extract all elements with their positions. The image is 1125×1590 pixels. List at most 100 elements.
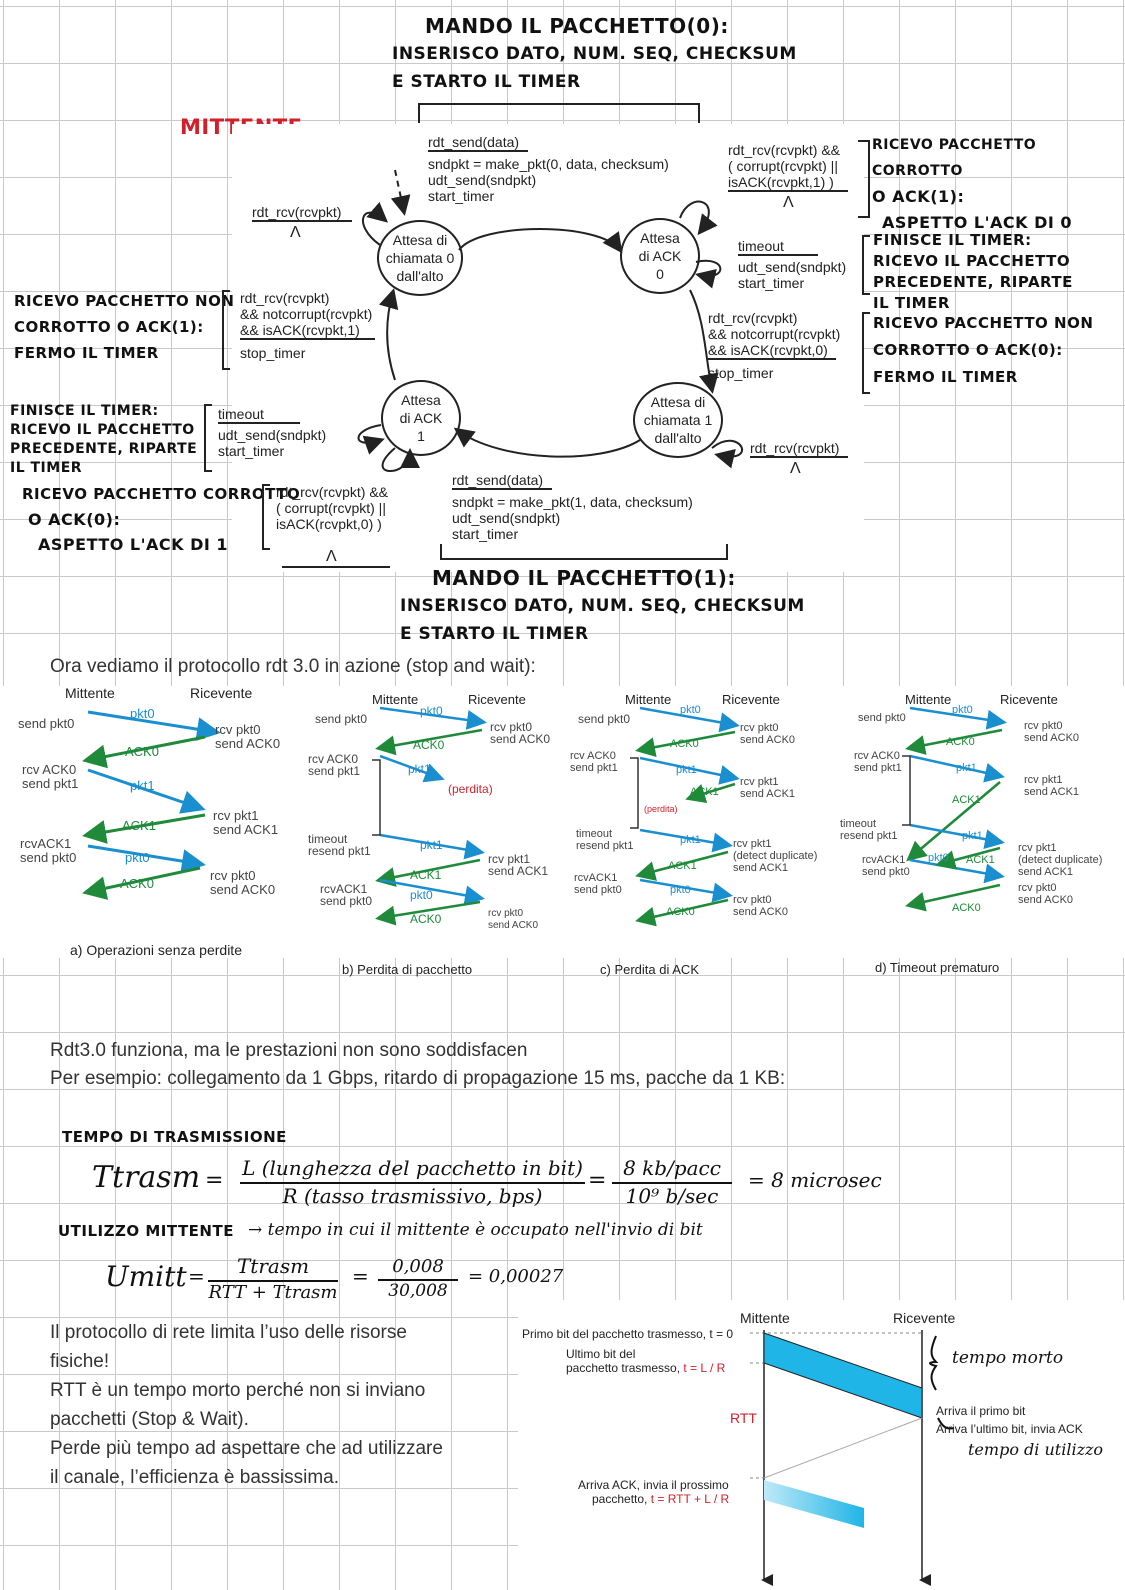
b-r1: send ACK0 — [490, 732, 551, 746]
initial-arrow — [390, 169, 411, 216]
c-l4: resend pkt1 — [576, 840, 634, 852]
send0-action3: start_timer — [428, 188, 495, 204]
timing-last-bit-1: Ultimo bit del — [566, 1347, 636, 1361]
self-loop-ack0-right — [695, 259, 722, 289]
send1-event: rdt_send(data) — [452, 472, 552, 490]
send0-action1: sndpkt = make_pkt(0, data, checksum) — [428, 156, 669, 172]
a-pkt0 — [87, 710, 221, 742]
timing-packet-band — [763, 1332, 923, 1419]
b-l3: timeout — [308, 832, 348, 846]
state-wait-ack-1-label: Attesa di ACK 1 — [399, 392, 443, 444]
c-arrow-ack1: ACK1 — [690, 786, 719, 798]
b-l2: send pkt1 — [308, 764, 361, 778]
d-arrow-ack1-2: ACK1 — [966, 854, 995, 866]
transition-rcv-right-bottom: rdt_rcv(rcvpkt) Λ — [750, 440, 848, 478]
send1-action3: start_timer — [452, 526, 519, 542]
d-arrow-pkt1: pkt1 — [956, 762, 977, 774]
util-title: UTILIZZO MITTENTE — [58, 1222, 234, 1240]
c-arrow-ack0: ACK0 — [670, 738, 699, 750]
c-l2: send pkt1 — [570, 762, 618, 774]
fraction-1-num: L (lunghezza del pacchetto in bit) — [240, 1156, 585, 1184]
ok-ack1-1: rdt_rcv(rcvpkt) — [240, 290, 330, 306]
note-top-right-2: O ACK(1): — [872, 187, 965, 206]
d-r0: rcv pkt0 — [1024, 720, 1063, 732]
b-caption: b) Perdita di pacchetto — [342, 962, 473, 977]
result-1: = 8 microsec — [748, 1168, 882, 1192]
b-l0: send pkt0 — [315, 712, 368, 726]
a-l1: rcv ACK0 — [22, 762, 77, 777]
note-timeout-right-bracket — [862, 235, 870, 295]
rcv-right-bottom-event: rdt_rcv(rcvpkt) — [750, 440, 848, 458]
note-bottom-left-3: ASPETTO L'ACK DI 1 — [38, 535, 229, 554]
ok-ack0-2: && notcorrupt(rcvpkt) — [708, 326, 841, 342]
b-l5: rcvACK1 — [320, 882, 368, 896]
note-timeout-left-3: PRECEDENTE, RIPARTE — [10, 441, 198, 457]
timing-rtt-label: RTT — [730, 1410, 757, 1426]
a-l2: send pkt1 — [22, 776, 79, 791]
d-l6: send pkt0 — [862, 866, 910, 878]
fsm-top-title: MANDO IL PACCHETTO(0): — [425, 14, 729, 38]
c-l3: timeout — [576, 828, 613, 840]
note-timeout-right-1: FINISCE IL TIMER: — [873, 231, 1032, 249]
a-l3: rcvACK1 — [20, 836, 72, 851]
c-arrow-pkt0-2: pkt0 — [670, 884, 691, 896]
send0-bracket — [418, 103, 700, 123]
conclusion-2: fisiche! — [50, 1351, 110, 1372]
conclusion-4: pacchetti (Stop & Wait). — [50, 1409, 249, 1430]
a-mittente: Mittente — [65, 685, 115, 701]
corrupt-bottom-3: isACK(rcvpkt,0) ) — [276, 516, 382, 532]
a-l4: send pkt0 — [20, 850, 77, 865]
note-bottom-left-bracket — [262, 484, 270, 550]
timing-last-bit-2: pacchetto trasmesso, t = L / R — [566, 1361, 725, 1375]
note-timeout-right-2: RICEVO IL PACCHETTO — [873, 252, 1071, 270]
c-l5: rcvACK1 — [574, 872, 618, 884]
fraction-2-num: 8 kb/pacc — [612, 1156, 732, 1184]
fsm-top-line2: INSERISCO DATO, NUM. SEQ, CHECKSUM — [392, 44, 797, 64]
transition-send0: rdt_send(data) sndpkt = make_pkt(0, data… — [428, 134, 669, 204]
d-caption: d) Timeout prematuro — [875, 960, 1000, 975]
corrupt-top-line2: ( corrupt(rcvpkt) || — [728, 158, 838, 174]
a-r2: rcv pkt1 — [213, 808, 259, 823]
transition-corrupt-bottom: rdt_rcv(rcvpkt) && ( corrupt(rcvpkt) || … — [276, 484, 388, 532]
note-right-ok-2: CORROTTO O ACK(0): — [873, 341, 1063, 359]
d-r6: send ACK1 — [1018, 866, 1074, 878]
d-r7: rcv pkt0 — [1018, 882, 1057, 894]
timing-useful-hook — [937, 1417, 955, 1430]
c-arrow-pkt1: pkt1 — [676, 764, 697, 776]
note-timeout-left-2: RICEVO IL PACCHETTO — [10, 422, 195, 438]
b-arrow-ack1: ACK1 — [410, 868, 442, 882]
send1-action2: udt_send(sndpkt) — [452, 510, 561, 526]
send1-bracket — [440, 544, 728, 560]
util-desc: → tempo in cui il mittente è occupato ne… — [248, 1220, 703, 1240]
c-arrow-ack1-2: ACK1 — [668, 860, 697, 872]
d-l5: rcvACK1 — [862, 854, 906, 866]
fsm-bottom-line3: E STARTO IL TIMER — [400, 624, 589, 644]
fraction-2-den: 10⁹ b/sec — [625, 1184, 719, 1208]
timing-next-packet — [764, 1480, 864, 1528]
fraction-3-num: Ttrasm — [208, 1254, 338, 1282]
timing-ack-arrives-1: Arriva ACK, invia il prossimo — [578, 1478, 729, 1492]
lambda-right-bottom: Λ — [790, 460, 801, 477]
conclusion-6: il canale, l’efficienza è bassissima. — [50, 1467, 340, 1488]
note-timeout-left-bracket — [204, 404, 212, 472]
d-r4: rcv pkt1 — [1018, 842, 1057, 854]
timing-dead-brace — [929, 1335, 939, 1391]
note-timeout-left-1: FINISCE IL TIMER: — [10, 403, 159, 419]
c-arrow-pkt1-resend: pkt1 — [680, 834, 701, 846]
a-ricevente: Ricevente — [190, 685, 253, 701]
scenarios-background — [0, 686, 1125, 958]
b-arrow-pkt1-resend: pkt1 — [420, 838, 443, 852]
eq-4: = — [352, 1264, 369, 1288]
timing-last-bit-2-text: pacchetto trasmesso, — [566, 1361, 681, 1375]
a-r3: send ACK1 — [213, 822, 279, 837]
a-r0: rcv pkt0 — [215, 722, 261, 737]
self-loop-ack1-bottom — [381, 447, 420, 472]
perf-p2: Per esempio: collegamento da 1 Gbps, rit… — [50, 1068, 786, 1089]
send0-event: rdt_send(data) — [428, 134, 528, 152]
send1-action1: sndpkt = make_pkt(1, data, checksum) — [452, 494, 693, 510]
d-l1: rcv ACK0 — [854, 750, 900, 762]
fraction-1: L (lunghezza del pacchetto in bit) R (ta… — [240, 1156, 585, 1208]
d-l4: resend pkt1 — [840, 830, 898, 842]
note-left-ok-3: FERMO IL TIMER — [14, 344, 159, 362]
note-right-ok: RICEVO PACCHETTO NON CORROTTO O ACK(0): … — [873, 310, 1093, 391]
